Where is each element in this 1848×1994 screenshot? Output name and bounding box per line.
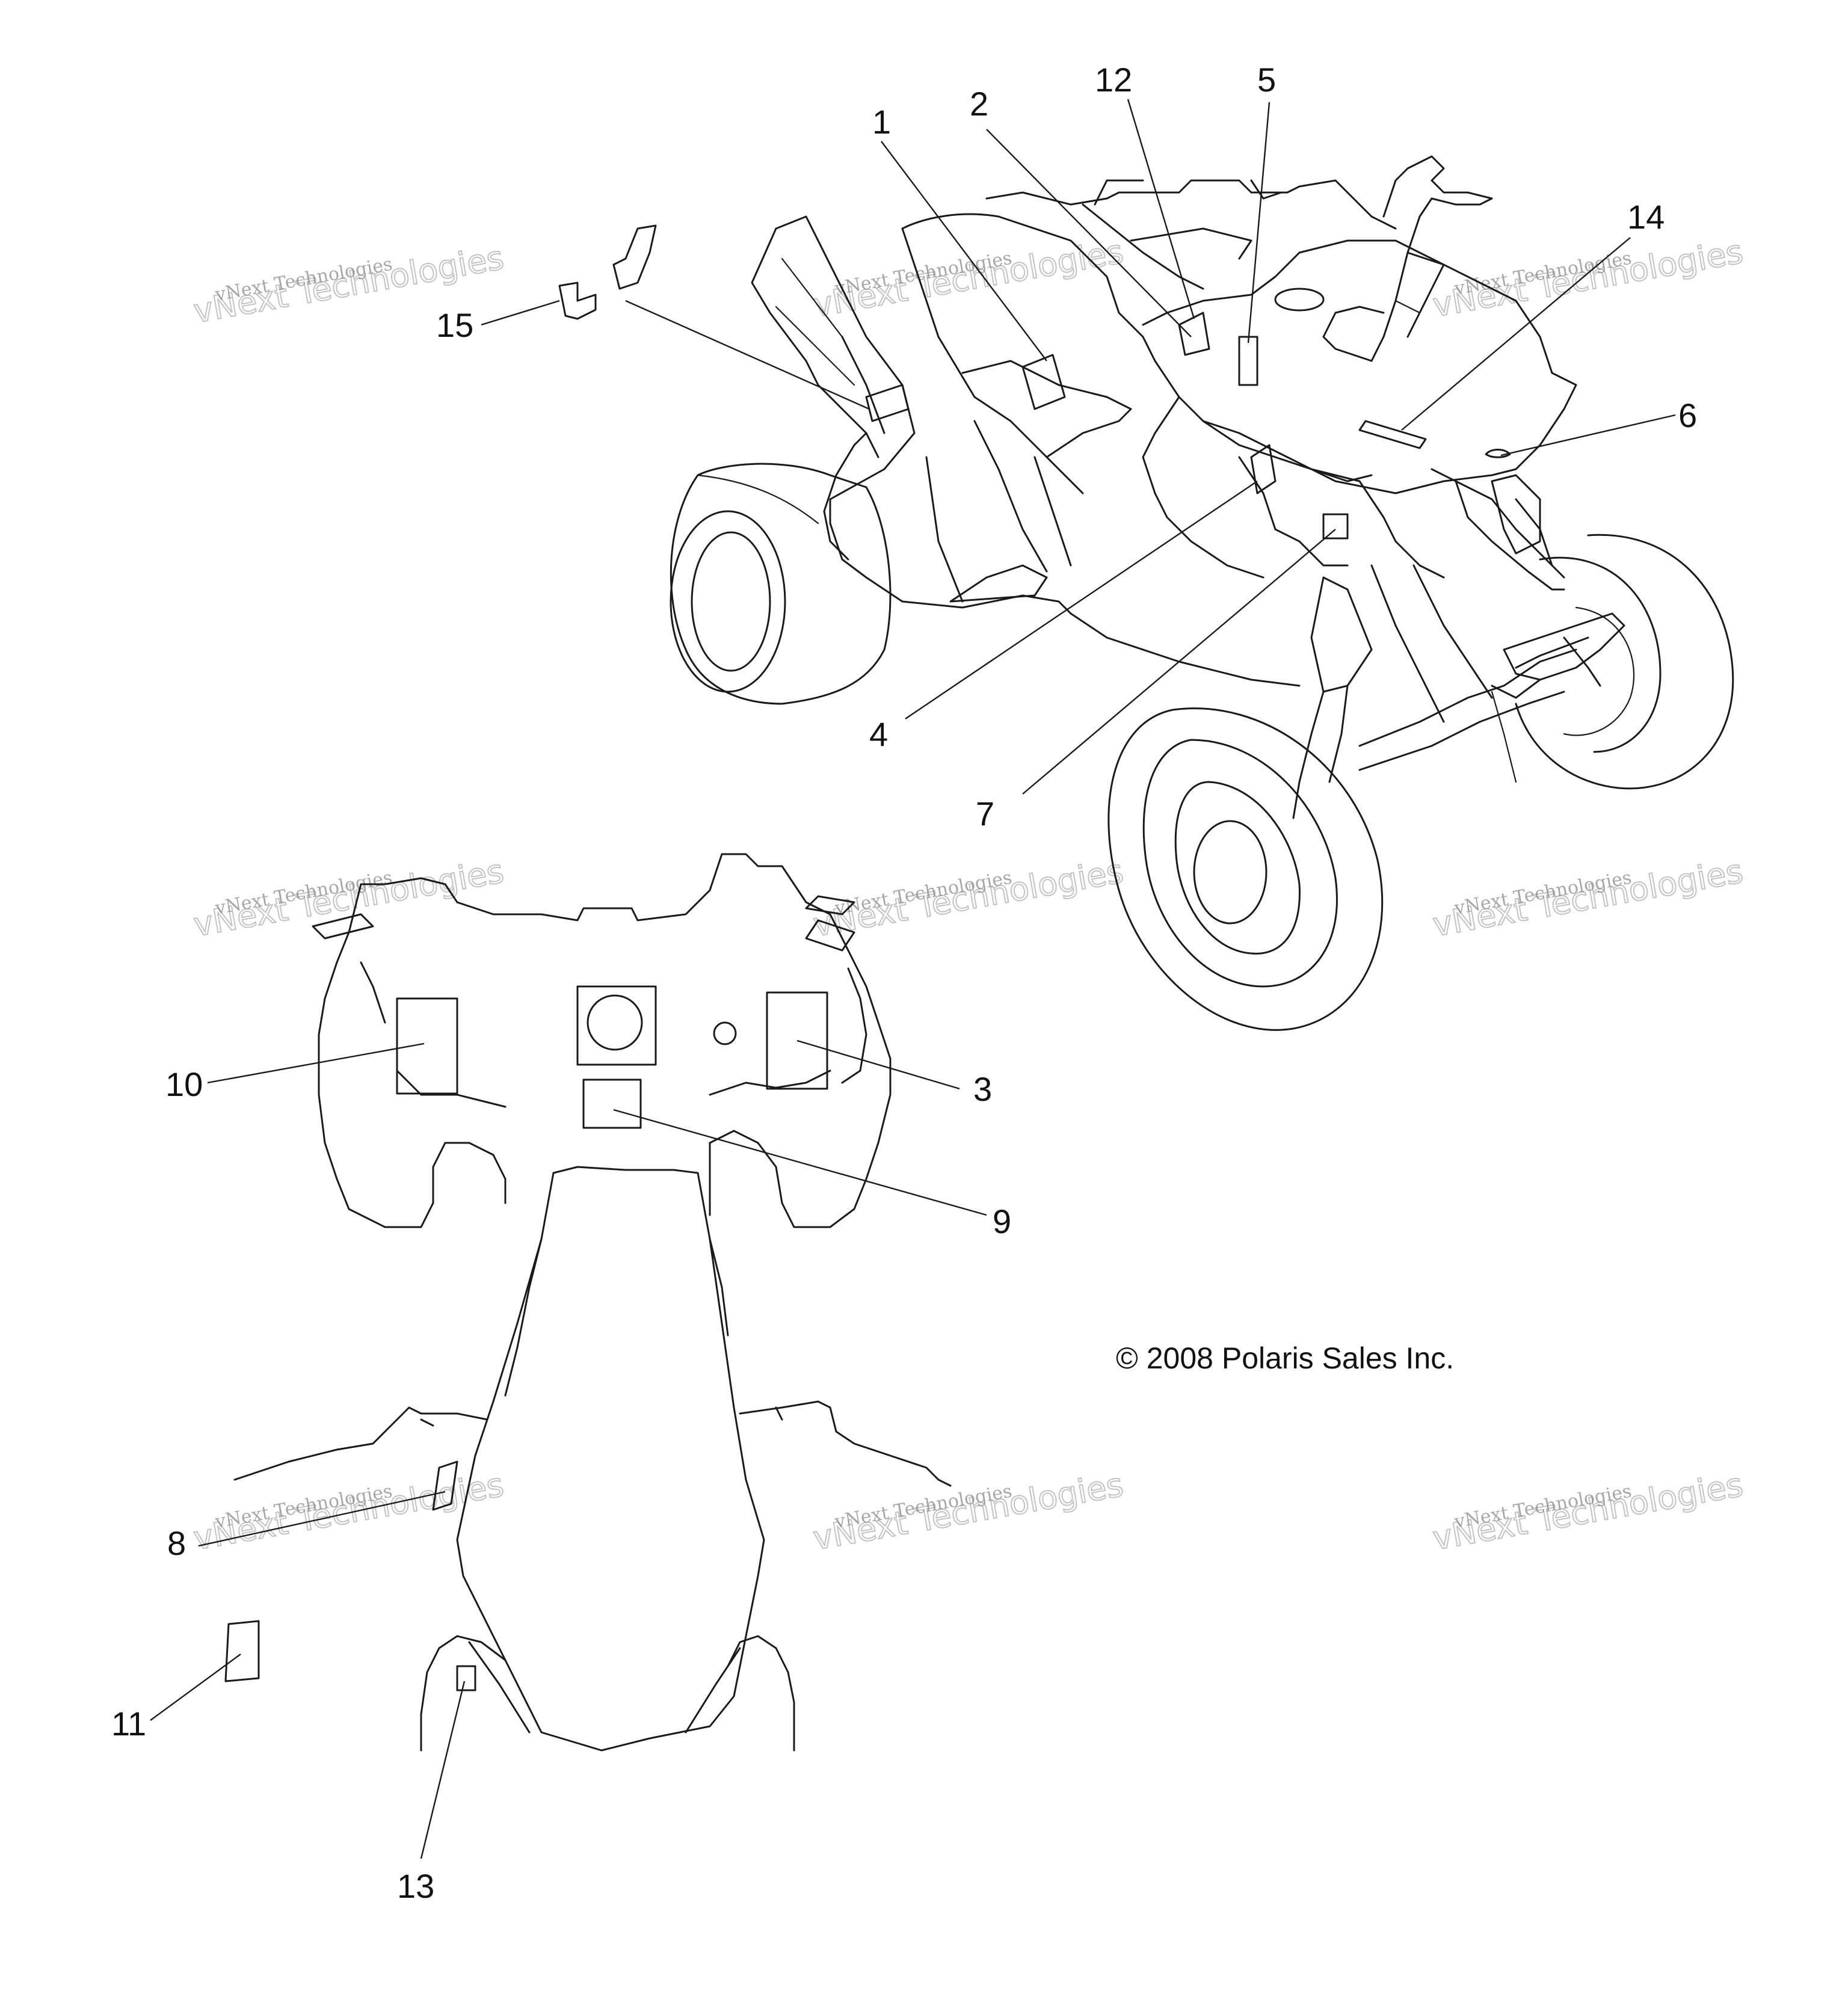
- gas-cap: [1274, 288, 1325, 312]
- decal-9: [582, 1079, 642, 1129]
- callout-5: 5: [1257, 61, 1276, 99]
- console-circle: [587, 994, 643, 1051]
- watermark: vNext Technologies vNext Technologies: [810, 852, 1127, 945]
- front-right-wheel: [1515, 534, 1734, 790]
- key-hole: [713, 1021, 737, 1045]
- front-shock: [1310, 576, 1373, 693]
- decal-6-on-atv: [1485, 449, 1511, 458]
- decal-12-on-atv: [1178, 312, 1210, 356]
- console-square: [576, 985, 657, 1066]
- callout-4: 4: [869, 715, 888, 753]
- callout-7: 7: [976, 795, 994, 832]
- watermark: vNext Technologies vNext Technologies: [1429, 852, 1746, 945]
- callout-9: 9: [993, 1202, 1011, 1240]
- callout-1: 1: [872, 103, 891, 141]
- callout-labels: 1 2 3 4 5 6 7 8 9 10 11 12 13 14 15: [111, 61, 1697, 1905]
- decal-3: [766, 991, 828, 1090]
- decal-4-on-atv: [1250, 444, 1277, 494]
- watermarks: vNext Technologies vNext Technologies vN…: [190, 232, 1746, 1559]
- decal-5-on-atv: [1238, 336, 1258, 386]
- callout-14: 14: [1627, 198, 1665, 236]
- decal-15-piece-b: [612, 224, 657, 290]
- decal-13: [456, 1665, 476, 1691]
- watermark: vNext Technologies vNext Technologies: [1429, 1465, 1746, 1559]
- callout-11: 11: [111, 1705, 146, 1743]
- decal-15-piece-a: [558, 282, 597, 320]
- leader-lines: [150, 99, 1676, 1859]
- rear-wheel: [670, 463, 892, 705]
- callout-6: 6: [1678, 396, 1697, 434]
- fender-top-view: [224, 224, 952, 1752]
- handlebar: [1370, 155, 1493, 362]
- callout-10: 10: [165, 1065, 203, 1103]
- watermark: vNext Technologies vNext Technologies: [810, 232, 1127, 325]
- watermark: vNext Technologies vNext Technologies: [1429, 232, 1746, 325]
- front-fender-outline: [348, 853, 892, 1228]
- callout-12: 12: [1095, 61, 1132, 99]
- atv-illustration: [670, 155, 1734, 1031]
- callout-8: 8: [167, 1524, 186, 1562]
- decal-11: [224, 1620, 260, 1682]
- decal-15-on-atv: [865, 384, 910, 422]
- copyright-notice: © 2008 Polaris Sales Inc.: [1116, 1341, 1454, 1375]
- decal-10: [396, 997, 458, 1095]
- watermark: vNext Technologies vNext Technologies: [810, 1465, 1127, 1559]
- decal-14-on-atv: [1358, 420, 1427, 449]
- body-panel: [901, 213, 1577, 494]
- decal-1-on-atv: [1021, 354, 1066, 410]
- decal-7-on-atv: [1322, 513, 1349, 540]
- callout-13: 13: [397, 1867, 434, 1905]
- watermark: vNext Technologies vNext Technologies: [190, 852, 507, 945]
- watermark: vNext Technologies vNext Technologies: [190, 1465, 507, 1559]
- callout-15: 15: [436, 306, 473, 344]
- callout-3: 3: [973, 1070, 992, 1108]
- front-left-wheel: [1107, 707, 1384, 1031]
- callout-2: 2: [970, 85, 988, 123]
- decal-8: [432, 1460, 458, 1511]
